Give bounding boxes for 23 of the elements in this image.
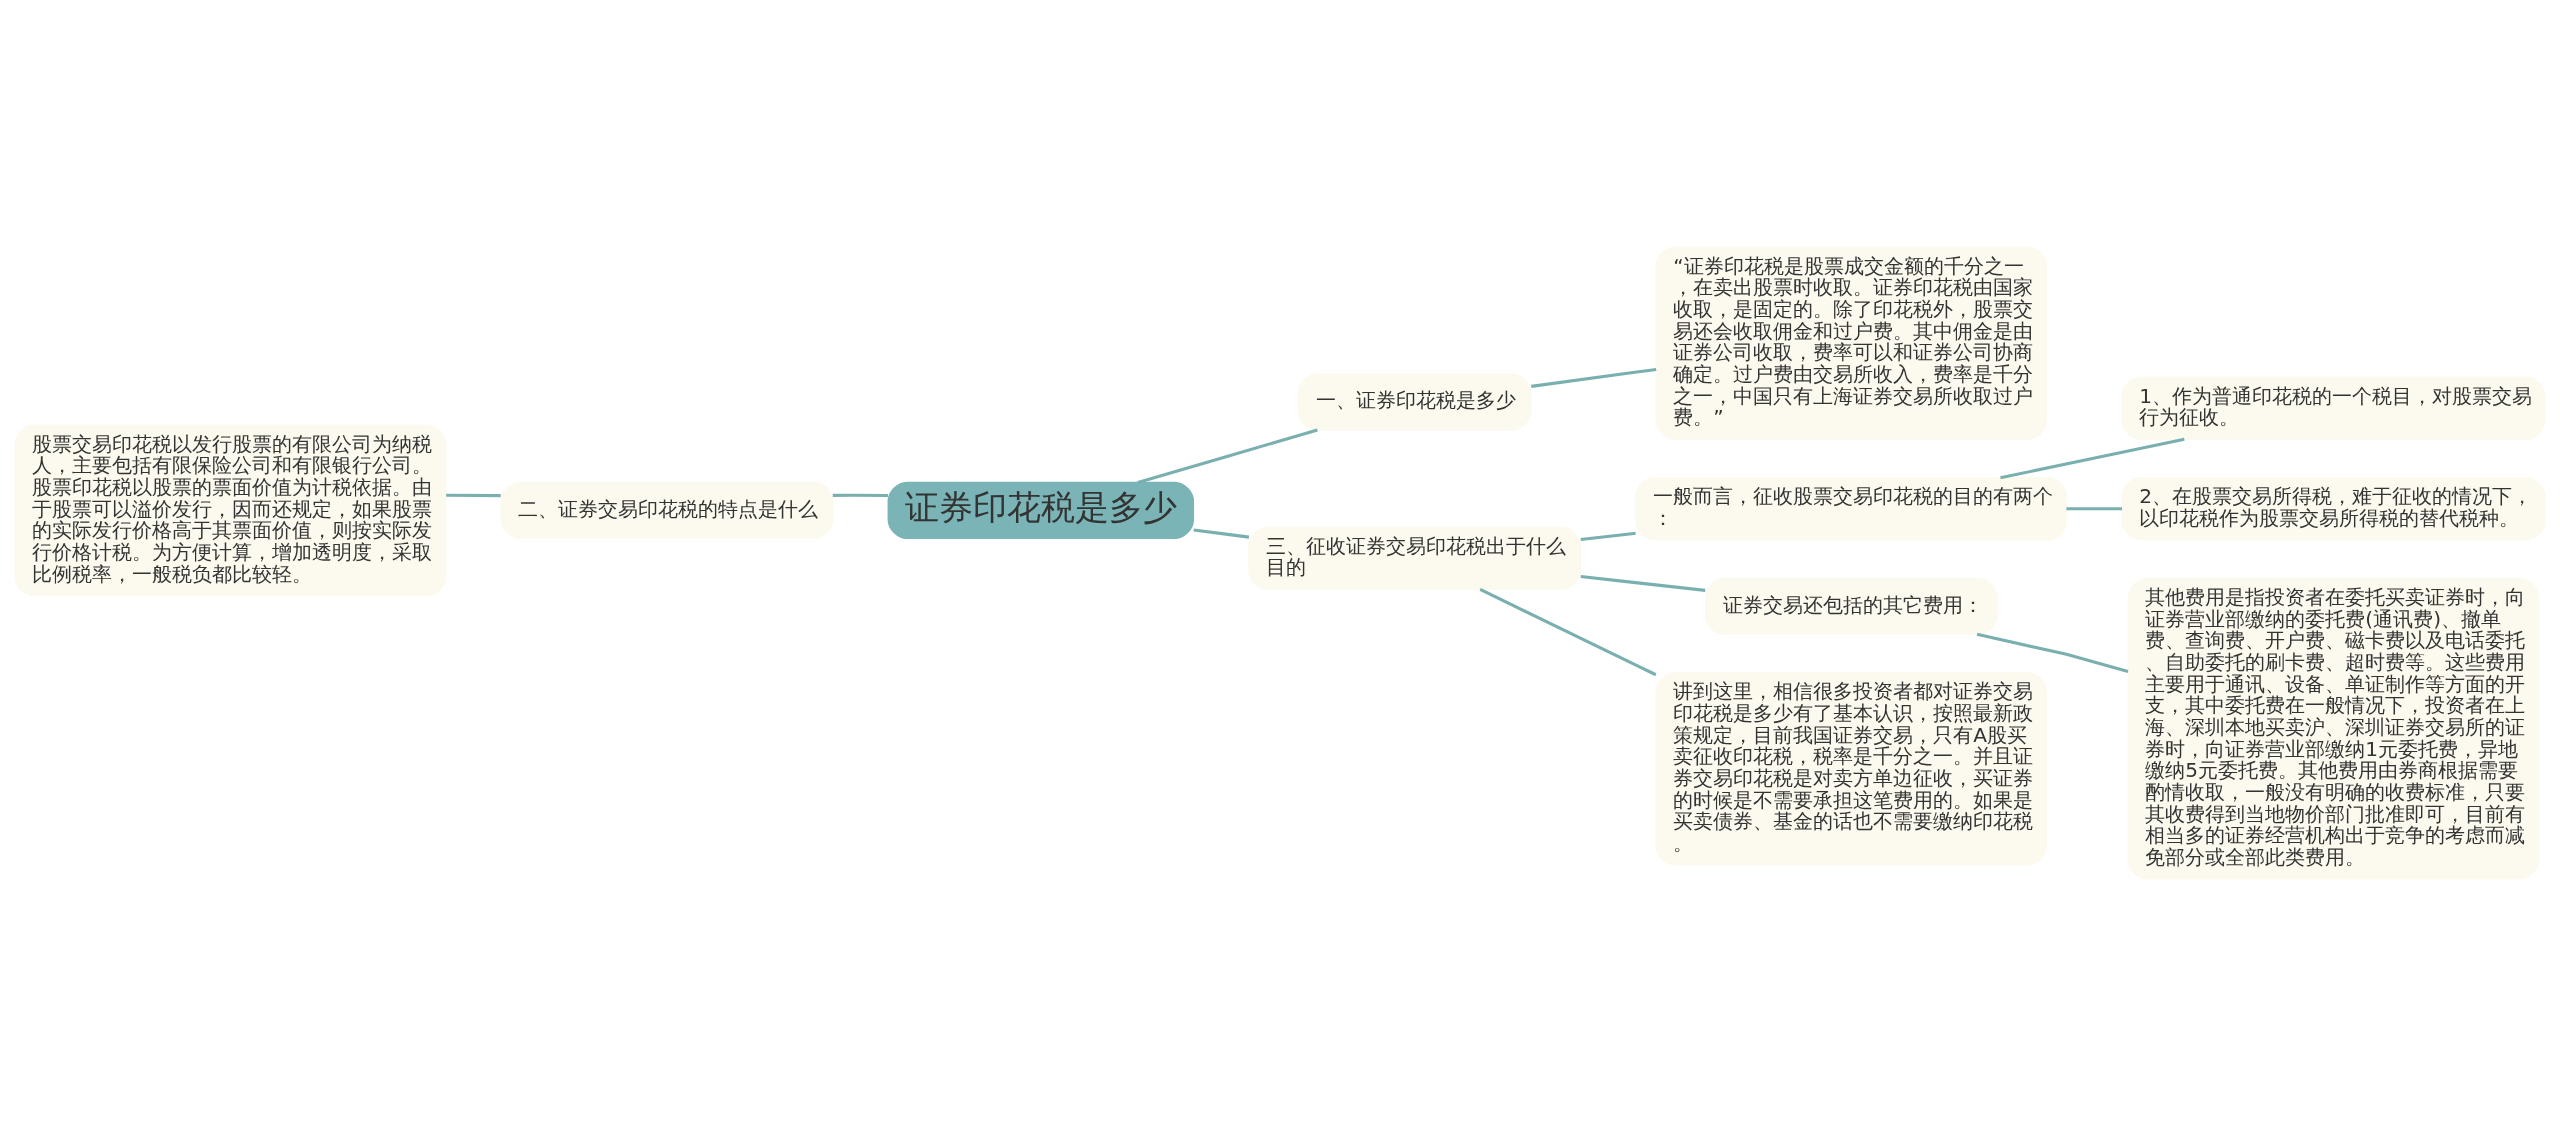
node-box: “证券印花税是股票成交金额的千分之一，在卖出股票时收取。证券印花税由国家收取，是固定的。除了印花税外，股票交易还会收取佣金和过户费。其中佣金是由证券公司收取，费率可以和证券公司协商确定。过户费由交易所收入，费率是千分之一，中国只有上海证券交易所收取过户费。” [1655, 245, 2048, 440]
node-box: 证券交易还包括的其它费用： [1704, 577, 1998, 635]
connector [2000, 437, 2185, 479]
node-box: 一般而言，征收股票交易印花税的目的有两个： [1635, 476, 2068, 541]
connector [832, 493, 889, 497]
node-box: 三、征收证券交易印花税出于什么目的 [1248, 526, 1582, 590]
connector [1193, 527, 1250, 539]
node-box: 其他费用是指投资者在委托买卖证券时，向证券营业部缴纳的委托费(通讯费)、撤单费、查询费、开户费、磁卡费以及电话委托、自助委托的刷卡费、超时费等。这些费用主要用于通讯、设备、单证制作等方面的开支，其中委托费在一般情况下，投资者在上海、深圳本地买卖沪、深圳证券交易所的证券时，向证券营业部缴纳1元委托费，异地缴纳5元委托费。其他费用由券商根据需要酌情收取，一般没有明确的收费标准，只要其收费得到当地物价部门批准即可，目前有相当多的证券经营机构出于竞争的考虑而减免部分或全部此类费用。 [2127, 577, 2540, 880]
connector [1580, 531, 1636, 541]
node-box: 证券印花税是多少 [887, 481, 1195, 539]
connector [1531, 367, 1657, 388]
connector [2066, 506, 2122, 510]
node-box: 2、在股票交易所得税，难于征收的情况下，以印花税作为股票交易所得税的替代税种。 [2121, 476, 2546, 541]
connector [1479, 587, 1657, 676]
node-box: 讲到这里，相信很多投资者都对证券交易印花税是多少有了基本认识，按照最新政策规定，目前我国证券交易，只有A股买卖征收印花税，税率是千分之一。并且证券交易印花税是对卖方单边征收，买证券的时候是不需要承担这笔费用的。如果是买卖债券、基金的话也不需要缴纳印花税。 [1655, 671, 2048, 866]
connector [446, 493, 501, 497]
node-box: 一、证券印花税是多少 [1297, 372, 1532, 431]
node-box: 二、证券交易印花税的特点是什么 [500, 481, 834, 539]
connector [1137, 428, 1318, 484]
connector [1976, 632, 2129, 673]
connector [1580, 574, 1706, 592]
node-box: 股票交易印花税以发行股票的有限公司为纳税人，主要包括有限保险公司和有限银行公司。股票印花税以股票的票面价值为计税依据。由于股票可以溢价发行，因而还规定，如果股票的实际发行价格高于其票面价值，则按实际发行价格计税。为方便计算，增加透明度，采取比例税率，一般税负都比较轻。 [14, 423, 447, 596]
node-box: 1、作为普通印花税的一个税目，对股票交易行为征收。 [2121, 375, 2546, 440]
